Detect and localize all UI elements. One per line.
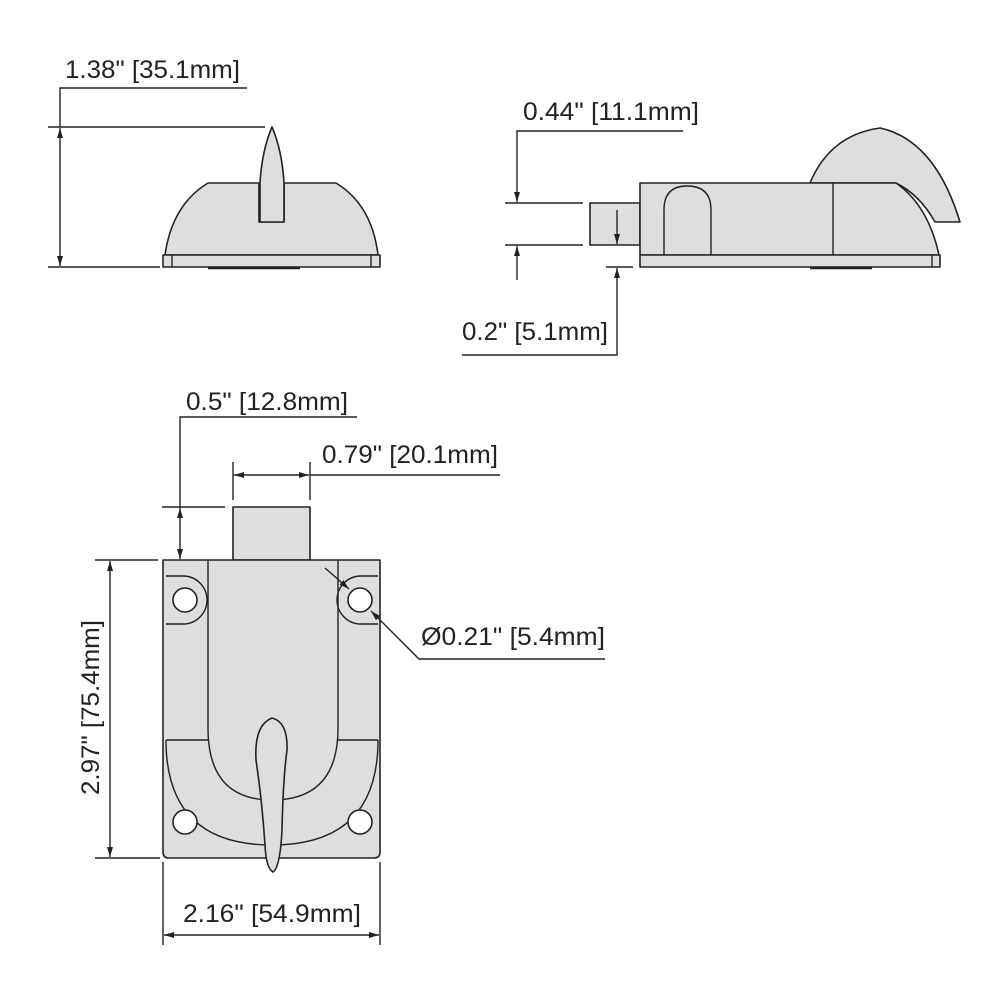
window-arch-side: [663, 185, 712, 255]
lever-handle: [255, 717, 288, 873]
dimension-label: 2.16" [54.9mm]: [183, 900, 361, 928]
dimension-plate-length: 2.97" [75.4mm]: [77, 559, 160, 859]
base-plate-side: [639, 254, 941, 268]
top-view: 0.5" [12.8mm] 0.79" [20.1mm] Ø0.21" [5.4…: [77, 388, 605, 945]
mounting-hole: [172, 809, 198, 835]
dimension-bolt-projection: 0.5" [12.8mm]: [162, 388, 357, 559]
front-view: 1.38" [35.1mm]: [48, 56, 381, 270]
dimension-label: 0.2" [5.1mm]: [462, 318, 608, 346]
dimension-overall-height: 1.38" [35.1mm]: [48, 56, 265, 268]
dimension-label: 0.44" [11.1mm]: [523, 98, 699, 126]
dimension-plate-width: 2.16" [54.9mm]: [162, 862, 381, 945]
side-view: 0.44" [11.1mm] 0.2" [5.1mm]: [462, 98, 961, 356]
dimension-label: 2.97" [75.4mm]: [77, 620, 105, 795]
ear-pocket-right: [336, 575, 378, 625]
base-plate-front: [162, 254, 381, 268]
ear-pocket-left: [166, 575, 208, 625]
dimension-lever-height: 0.44" [11.1mm]: [505, 98, 699, 280]
mounting-hole: [347, 809, 373, 835]
mounting-hole: [347, 587, 373, 613]
dimension-bolt-offset: 0.2" [5.1mm]: [462, 210, 633, 356]
dimension-label: 0.5" [12.8mm]: [186, 388, 348, 416]
lever-knob-side: [809, 127, 961, 223]
bolt-stub-top: [232, 506, 311, 561]
dimension-label: 1.38" [35.1mm]: [65, 56, 240, 84]
mounting-hole: [172, 587, 198, 613]
latch-body-side: [639, 182, 940, 256]
bolt-stub-side: [589, 202, 641, 246]
dimension-label: Ø0.21" [5.4mm]: [421, 623, 605, 651]
mounting-plate: [162, 559, 381, 859]
dimension-bolt-width: 0.79" [20.1mm]: [232, 441, 500, 500]
dimension-label: 0.79" [20.1mm]: [322, 441, 498, 469]
lever-tip-front: [259, 126, 285, 223]
dimension-hole-diameter: Ø0.21" [5.4mm]: [324, 567, 605, 660]
